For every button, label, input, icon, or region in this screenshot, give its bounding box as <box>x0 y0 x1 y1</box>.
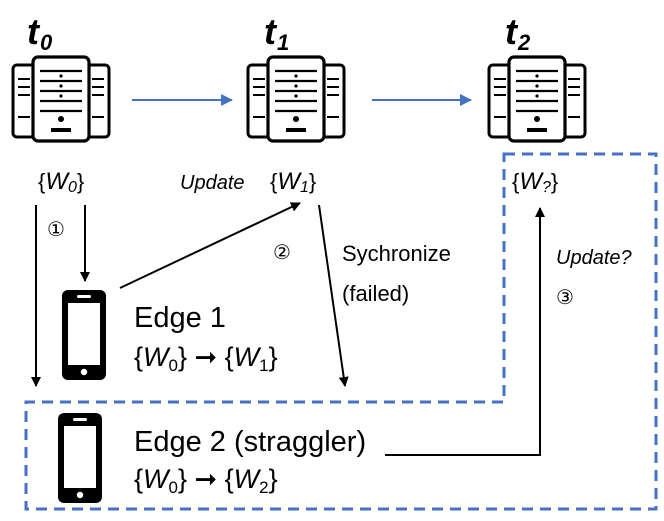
server-rack-icon-t1 <box>246 55 346 143</box>
edge2-title: Edge 2 (straggler) <box>134 426 367 458</box>
transition-arrow-icon: ➞ <box>194 464 218 494</box>
transition-arrow-icon: ➞ <box>194 342 218 372</box>
arrow-edge2-update <box>385 207 545 456</box>
synchronize-failed-label: (failed) <box>342 281 410 306</box>
time-base: t <box>505 11 517 52</box>
synchronize-label: Sychronize <box>342 241 451 266</box>
edge2-weight-transition: {W0} ➞ {W2} <box>134 464 278 497</box>
straggler-dashed-boundary <box>24 152 658 511</box>
time-label-t2: t2 <box>505 14 530 54</box>
arrow-synchronize-failed <box>318 204 349 387</box>
smartphone-icon-edge1 <box>62 290 106 380</box>
time-subscript: 2 <box>518 30 531 55</box>
step-marker-2: ② <box>273 242 291 264</box>
time-subscript: 0 <box>40 30 53 55</box>
time-label-t1: t1 <box>264 14 289 54</box>
weight-set-w0: {W0} <box>38 168 85 196</box>
update-label: Update <box>180 172 245 194</box>
step-marker-3: ③ <box>556 287 574 309</box>
time-base: t <box>264 11 276 52</box>
server-rack-icon-t2 <box>487 55 587 143</box>
smartphone-icon-edge2 <box>58 413 102 503</box>
weight-set-wq: {W?} <box>512 168 559 196</box>
edge1-weight-transition: {W0} ➞ {W1} <box>134 342 278 375</box>
server-rack-icon-t0 <box>11 55 111 143</box>
arrow-edge1-update <box>119 202 301 289</box>
time-subscript: 1 <box>277 30 290 55</box>
time-label-t0: t0 <box>27 14 52 54</box>
update-question-label: Update? <box>556 247 632 269</box>
step-marker-1: ① <box>47 219 65 241</box>
edge1-title: Edge 1 <box>134 302 226 334</box>
time-base: t <box>27 11 39 52</box>
weight-set-w1: {W1} <box>270 168 317 196</box>
